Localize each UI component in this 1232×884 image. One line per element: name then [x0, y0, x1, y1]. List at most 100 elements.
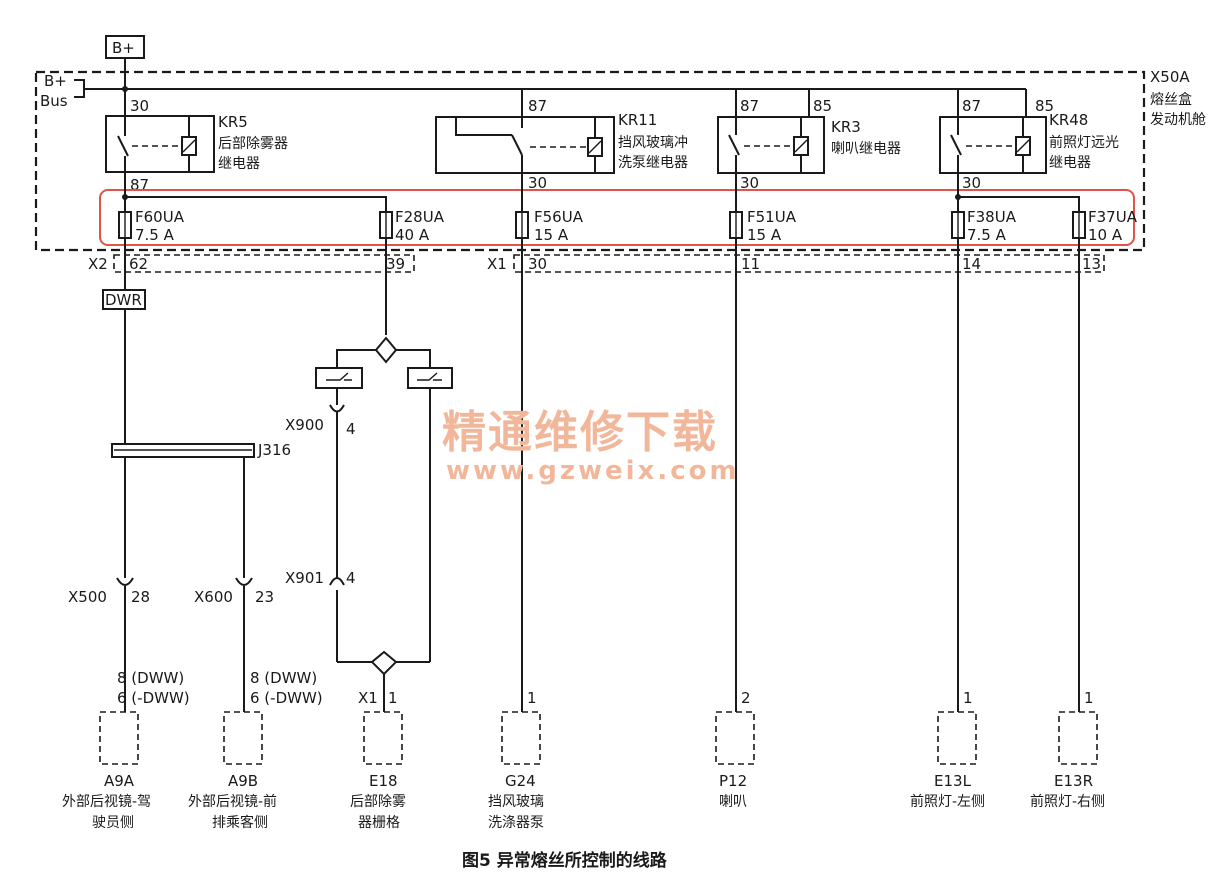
connector-x600-pin: 23 [255, 588, 274, 606]
load-e13r-id: E13R [1054, 772, 1093, 790]
load-p12-name-1: 喇叭 [719, 794, 747, 810]
connector-x901-pin: 4 [346, 569, 356, 587]
connector-x900-label: X900 [285, 416, 324, 434]
relay-kr3-id: KR3 [831, 118, 861, 136]
fuse-f38ua: F38UA 7.5 A [951, 208, 1017, 244]
fuse-f56ua-rating: 15 A [534, 226, 569, 244]
connector-x500: X500 28 [68, 577, 150, 712]
connector-x600: X600 23 [194, 577, 274, 712]
inline-device-left [315, 367, 363, 389]
battery-supply-label: B+ [112, 39, 135, 57]
connector-x2-pin-62: 62 [129, 255, 148, 273]
load-a9a: A9A 外部后视镜-驾 驶员侧 [62, 711, 151, 831]
splice-diamond-top [374, 336, 398, 364]
fuse-f28ua: F28UA 40 A [379, 208, 445, 244]
relay-kr5: 30 87 KR5 后部除雾器 继电器 [105, 97, 288, 194]
load-e13r-pin: 1 [1084, 689, 1094, 707]
connector-x600-label: X600 [194, 588, 233, 606]
bus-label-bottom: Bus [40, 92, 68, 110]
load-a9a-name-2: 驶员侧 [92, 815, 134, 831]
fuse-box-outline [34, 70, 1146, 252]
load-g24-pin: 1 [527, 689, 537, 707]
fuse-box-id: X50A [1150, 68, 1190, 86]
relay-kr3-name-1: 喇叭继电器 [831, 141, 901, 157]
load-a9a-id: A9A [104, 772, 135, 790]
load-e13r-name-1: 前照灯-右侧 [1030, 793, 1105, 810]
relay-kr11-pin-out: 30 [528, 174, 547, 192]
fuse-f38ua-id: F38UA [967, 208, 1017, 226]
connector-x500-pin: 28 [131, 588, 150, 606]
fuse-f60ua-rating: 7.5 A [135, 226, 175, 244]
load-e18-name-1: 后部除雾 [350, 794, 406, 810]
relay-kr5-pin-out: 87 [130, 176, 149, 194]
relay-kr48-name-2: 继电器 [1049, 155, 1091, 171]
relay-kr48-pin-in: 87 [962, 97, 981, 115]
relay-kr11-name-2: 洗泵继电器 [618, 155, 688, 171]
load-e13l-id: E13L [934, 772, 972, 790]
relay-kr48-pin-coil: 85 [1035, 97, 1054, 115]
load-e18-name-2: 器栅格 [358, 815, 400, 831]
watermark-title: 精通维修下载 [442, 407, 718, 458]
load-a9b: A9B 外部后视镜-前 排乘客侧 [188, 711, 277, 831]
load-a9b-name-1: 外部后视镜-前 [188, 793, 277, 810]
connector-x2-label: X2 [88, 255, 108, 273]
fuse-f37ua: F37UA 10 A [1072, 208, 1138, 244]
fuse-f28ua-id: F28UA [395, 208, 445, 226]
load-e18: 1 E18 后部除雾 器栅格 [350, 689, 406, 831]
splice-diamond-bottom [370, 650, 398, 676]
relay-kr11-id: KR11 [618, 111, 657, 129]
relay-kr3-pin-coil: 85 [813, 97, 832, 115]
fuse-f60ua: F60UA 7.5 A [118, 208, 185, 244]
load-e18-pin: 1 [388, 689, 398, 707]
connector-x1-pin-11: 11 [741, 255, 760, 273]
relay-kr5-name-1: 后部除雾器 [218, 136, 288, 152]
splice-j316-label: J316 [257, 441, 291, 459]
relay-kr48-pin-out: 30 [962, 174, 981, 192]
connector-x1-top-label: X1 [487, 255, 507, 273]
connector-x1-top: X1 30 11 14 13 [487, 254, 1105, 273]
bus-label-top: B+ [44, 72, 67, 90]
load-g24: 1 G24 挡风玻璃 洗涤器泵 [488, 689, 544, 831]
a9b-wire-note-2: 6 (-DWW) [250, 689, 323, 707]
load-p12: 2 P12 喇叭 [715, 689, 755, 810]
relay-kr3-pin-out: 30 [740, 174, 759, 192]
fuse-f56ua: F56UA 15 A [515, 208, 584, 244]
load-e13l: 1 E13L 前照灯-左侧 [910, 689, 985, 810]
relay-kr48-id: KR48 [1049, 111, 1088, 129]
fuse-f37ua-rating: 10 A [1088, 226, 1123, 244]
a9a-wire-note-1: 8 (DWW) [117, 669, 184, 687]
load-g24-name-2: 洗涤器泵 [488, 815, 544, 831]
fuse-highlight-box [99, 189, 1135, 246]
relay-kr11: 87 30 KR11 挡风玻璃冲 洗泵继电器 [435, 97, 688, 192]
fuse-box-name-1: 熔丝盒 [1150, 91, 1192, 108]
connector-x500-label: X500 [68, 588, 107, 606]
fuse-f37ua-id: F37UA [1088, 208, 1138, 226]
relay-kr3-pin-in: 87 [740, 97, 759, 115]
relay-kr3: 87 85 30 KR3 喇叭继电器 [717, 97, 901, 192]
fuse-f51ua-rating: 15 A [747, 226, 782, 244]
load-e18-id: E18 [369, 772, 398, 790]
rear-defogger-network: X900 4 X901 4 X1 [285, 336, 453, 712]
watermark-url: www.gzweix.com [446, 456, 740, 486]
relay-kr11-name-1: 挡风玻璃冲 [618, 134, 688, 151]
relay-kr5-name-2: 继电器 [218, 156, 260, 172]
load-g24-id: G24 [505, 772, 536, 790]
fuse-f51ua-id: F51UA [747, 208, 797, 226]
load-p12-id: P12 [719, 772, 747, 790]
figure-caption: 图5 异常熔丝所控制的线路 [462, 850, 668, 871]
fuse-f51ua: F51UA 15 A [729, 208, 797, 244]
fuse-box-name-2: 发动机舱 [1150, 112, 1206, 128]
relay-kr48: 87 85 30 KR48 前照灯远光 继电器 [939, 97, 1119, 192]
load-e13l-name-1: 前照灯-左侧 [910, 793, 985, 810]
fuse-f28ua-rating: 40 A [395, 226, 430, 244]
relay-kr48-name-1: 前照灯远光 [1049, 134, 1119, 151]
splice-j316: J316 [111, 441, 291, 459]
load-a9a-name-1: 外部后视镜-驾 [62, 794, 151, 810]
load-a9b-name-2: 排乘客侧 [212, 814, 268, 831]
a9b-wire-note-1: 8 (DWW) [250, 669, 317, 687]
connector-x901-label: X901 [285, 569, 324, 587]
load-g24-name-1: 挡风玻璃 [488, 793, 544, 810]
connector-x1-pin-13: 13 [1082, 255, 1101, 273]
dwr-label: DWR [105, 291, 142, 309]
